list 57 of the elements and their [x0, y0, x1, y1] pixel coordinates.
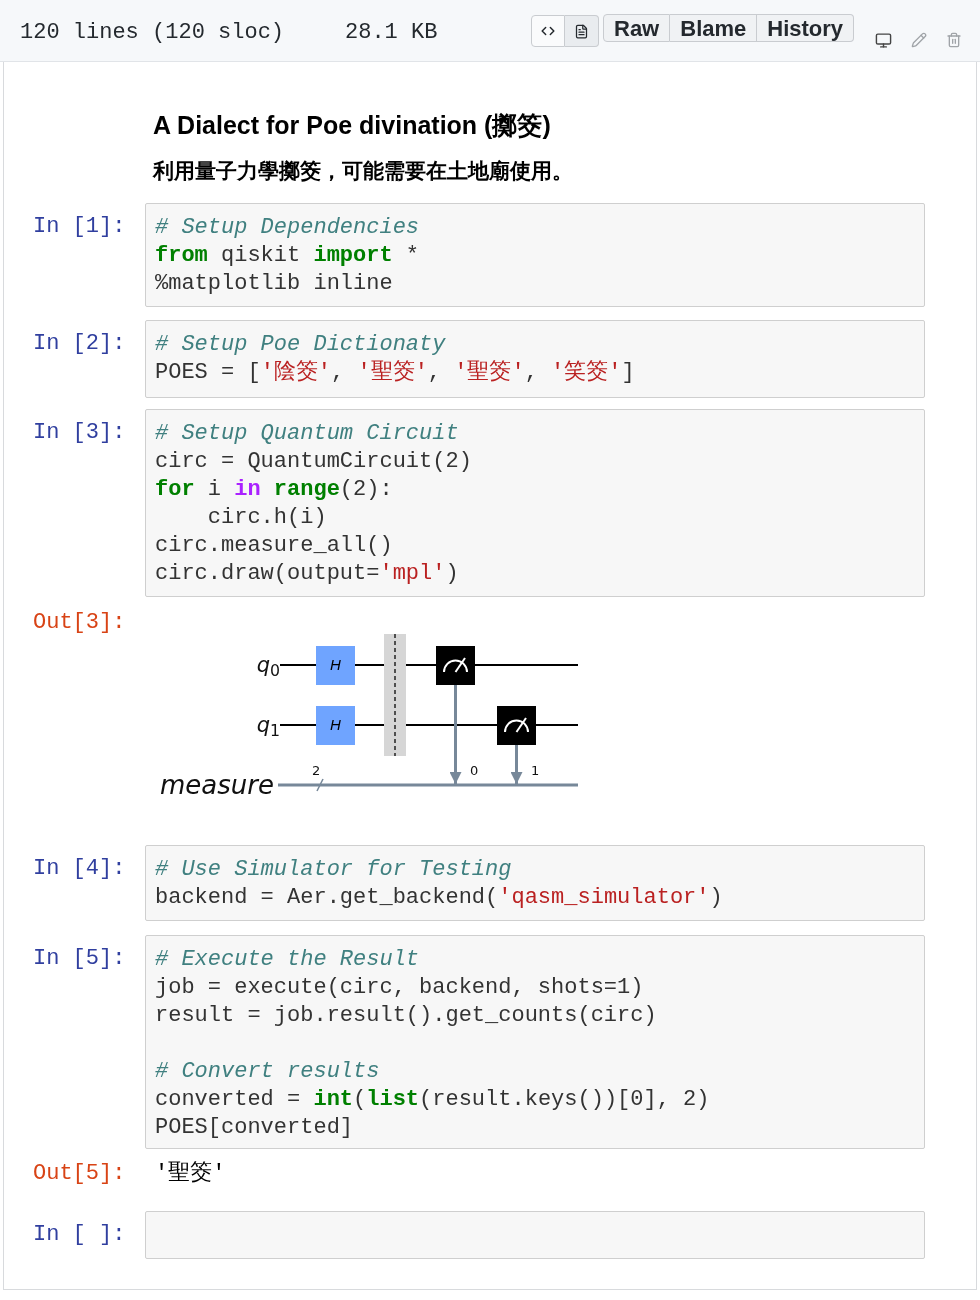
- qubit-wire: [535, 724, 579, 726]
- code-line: circ.draw(output='mpl'): [155, 560, 459, 588]
- edge-label: 0: [470, 764, 479, 778]
- code-comment: # Convert results: [155, 1058, 380, 1086]
- qubit-label: q$_{0}$: [246, 650, 280, 680]
- input-prompt: In [4]:: [33, 855, 126, 883]
- file-size: 28.1 KB: [345, 19, 438, 47]
- code-line: for i in range(2):: [155, 476, 393, 504]
- notebook-subtitle: 利用量子力學擲筊，可能需要在土地廟使用。: [153, 158, 573, 184]
- qubit-wire: [279, 664, 317, 666]
- qubit-label: q$_{1}$: [246, 710, 280, 740]
- code-line: circ.measure_all(): [155, 532, 393, 560]
- input-prompt: In [1]:: [33, 213, 126, 241]
- input-prompt: In [2]:: [33, 330, 126, 358]
- qubit-wire: [405, 664, 437, 666]
- code-line: POES[converted]: [155, 1114, 354, 1142]
- hadamard-gate: H: [316, 706, 355, 745]
- file-info: 120 lines (120 sloc): [20, 19, 285, 47]
- hadamard-gate: H: [316, 646, 355, 685]
- qubit-wire: [474, 664, 579, 666]
- qubit-wire: [279, 724, 317, 726]
- notebook-title: A Dialect for Poe divination (擲筊): [153, 110, 551, 141]
- code-line: result = job.result().get_counts(circ): [155, 1002, 657, 1030]
- classical-wire: [278, 783, 578, 787]
- measurement-gate: [497, 706, 536, 745]
- qubit-wire: [354, 724, 385, 726]
- output-text: '聖筊': [155, 1160, 226, 1188]
- output-prompt: Out[5]:: [33, 1160, 126, 1188]
- input-prompt: In [ ]:: [33, 1221, 126, 1249]
- toolbar-button: Raw: [603, 14, 671, 42]
- barrier: [384, 634, 406, 756]
- code-line: converted = int(list(result.keys())[0], 2): [155, 1086, 710, 1114]
- code-line: circ.h(i): [206, 504, 327, 532]
- code-line: job = execute(circ, backend, shots=1): [155, 974, 644, 1002]
- code-line: circ = QuantumCircuit(2): [155, 448, 472, 476]
- input-prompt: In [5]:: [33, 945, 126, 973]
- bus-width-label: 2: [312, 764, 321, 778]
- code-line: POES = ['陰筊', '聖筊', '聖筊', '笑筊']: [155, 359, 635, 387]
- code-line: backend = Aer.get_backend('qasm_simulator'): [155, 884, 723, 912]
- toolbar-button: Blame: [670, 14, 758, 42]
- code-comment: # Setup Quantum Circuit: [155, 420, 459, 448]
- edge-label: 1: [531, 764, 540, 778]
- measure-arrow: [449, 685, 462, 784]
- code-line: from qiskit import*: [155, 242, 420, 270]
- qubit-wire: [354, 664, 385, 666]
- code-comment: # Execute the Result: [155, 946, 420, 974]
- toolbar-button: History: [757, 14, 855, 42]
- register-label: measure: [160, 768, 278, 802]
- output-prompt: Out[3]:: [33, 609, 126, 637]
- qubit-wire: [405, 724, 498, 726]
- code-comment: # Use Simulator for Testing: [155, 856, 512, 884]
- code-line: %matplotlib inline: [155, 270, 393, 298]
- measure-arrow: [510, 745, 523, 784]
- code-comment: # Setup Dependencies: [155, 214, 420, 242]
- measurement-gate: [436, 646, 475, 685]
- input-prompt: In [3]:: [33, 419, 126, 447]
- code-comment: # Setup Poe Dictionaty: [155, 331, 446, 359]
